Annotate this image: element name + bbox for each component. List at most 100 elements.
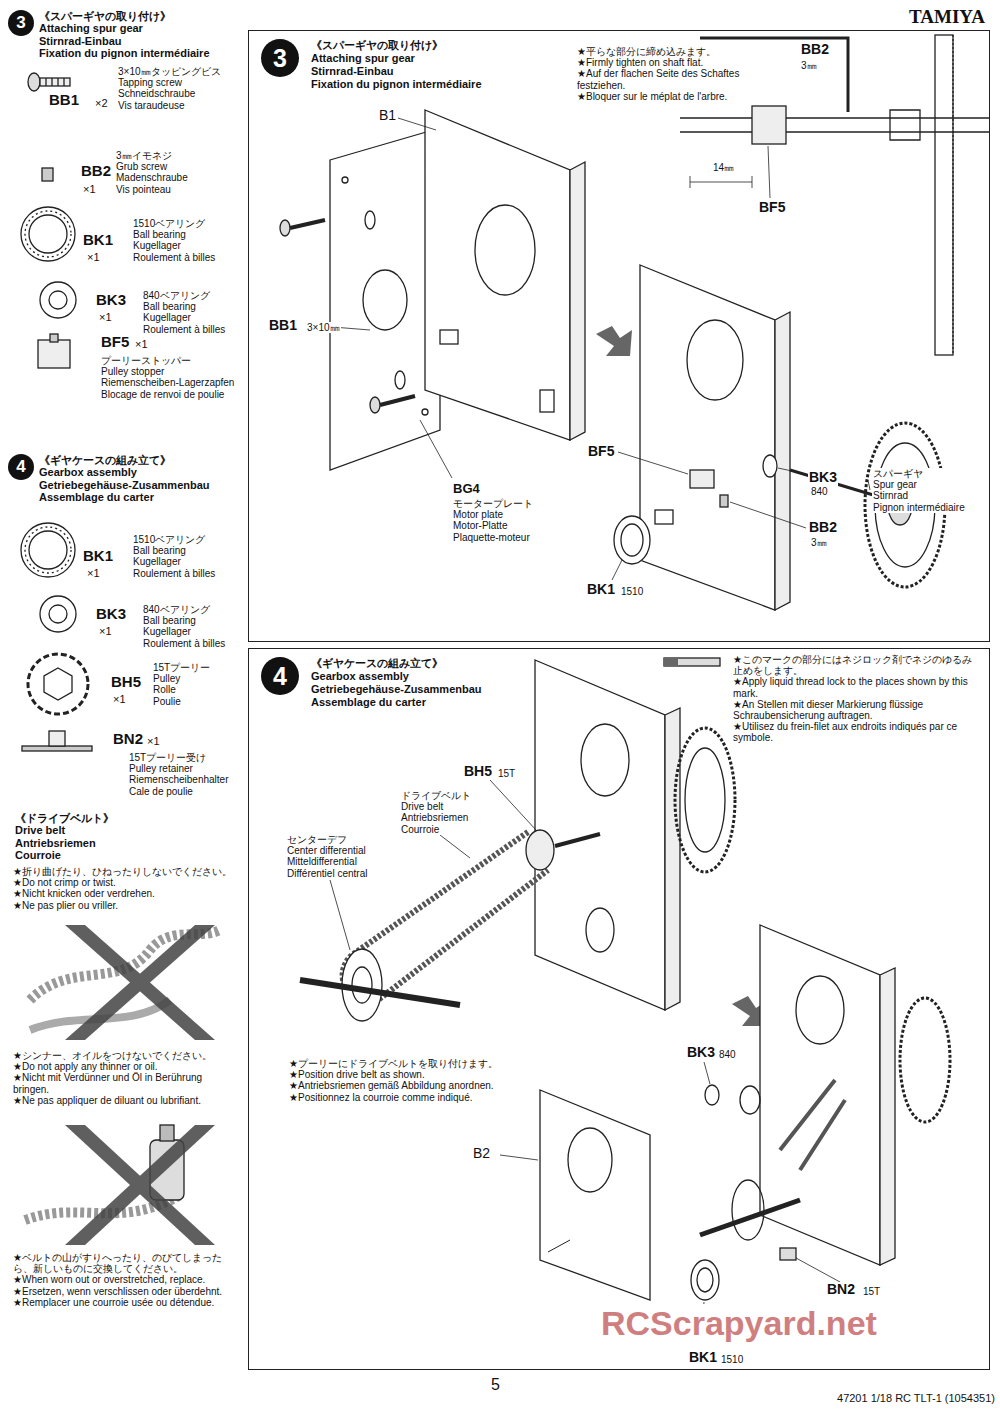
note-text: Kugellager xyxy=(142,312,226,323)
note-text: Plaquette-moteur xyxy=(452,532,534,543)
part-label: 《ギヤケースの組み立て》 xyxy=(38,454,211,466)
bearing-part xyxy=(763,455,777,477)
prohibit-cross xyxy=(65,1125,215,1245)
gearbox-plate xyxy=(570,162,585,440)
belt-sketch xyxy=(160,1125,174,1141)
text-group: 3×10㎜ xyxy=(306,322,341,333)
text-group: ×1 xyxy=(112,693,127,705)
part-label: BB1 xyxy=(48,92,80,109)
gearbox-plate xyxy=(475,205,535,295)
part-label: 《スパーギヤの取り付け》 xyxy=(38,10,211,22)
note-text: ★このマークの部分にはネジロック剤でネジのゆるみ止めをします。 xyxy=(732,654,980,676)
step-heading-line: Fixation du pignon intermédiaire xyxy=(311,78,482,91)
leader-line xyxy=(730,502,806,528)
step-heading: 《ギヤケースの組み立て》Gearbox assemblyGetriebegehä… xyxy=(311,657,482,709)
part-label: BH5 xyxy=(110,674,142,691)
spur-gear xyxy=(685,748,725,852)
text-group: ×1 xyxy=(98,625,113,637)
gearbox-plate xyxy=(581,724,629,796)
note-text: Blocage de renvoi de poulie xyxy=(100,389,235,400)
leader-line xyxy=(490,780,536,830)
step-heading-line: 《ギヤケースの組み立て》 xyxy=(311,657,482,670)
step-number-text: 4 xyxy=(273,662,287,691)
pulley xyxy=(44,668,72,700)
note-text: 3×10㎜タッピングビス xyxy=(117,66,222,77)
bearing-part xyxy=(697,1268,713,1292)
note-text: Ball bearing xyxy=(142,615,226,626)
leader-line xyxy=(330,880,350,950)
pulley xyxy=(28,654,88,714)
text-group: BK1 xyxy=(82,232,114,249)
ball-bearing xyxy=(25,527,71,573)
shaft-detail xyxy=(690,176,752,188)
note-text: Ball bearing xyxy=(142,301,226,312)
bearing-part xyxy=(690,470,714,488)
text-group: BK3 xyxy=(808,470,838,486)
part-label: Fixation du pignon intermédiaire xyxy=(38,47,211,59)
step-heading-line: Stirnrad-Einbau xyxy=(311,65,482,78)
text-group: 《ギヤケースの組み立て》Gearbox assemblyGetriebegehä… xyxy=(38,454,211,503)
part-label: Assemblage du carter xyxy=(38,491,211,503)
text-group: ×1 xyxy=(86,251,101,263)
text-group: ★プーリーにドライブベルトを取り付けます。★Position drive bel… xyxy=(288,1058,499,1103)
text-group: 840 xyxy=(810,486,829,497)
text-group: BF5 xyxy=(587,444,615,460)
text-group: スパーギヤSpur gearStirnradPignon intermédiai… xyxy=(872,468,966,513)
prohibit-cross xyxy=(65,925,215,1040)
note-text: ×1 xyxy=(112,693,127,705)
tapping-screw xyxy=(290,220,325,228)
grub-screw xyxy=(42,168,53,181)
text-group: 15TプーリーPulleyRollePoulie xyxy=(152,662,211,707)
text-group: ★平らな部分に締め込みます。★Firmly tighten on shaft f… xyxy=(576,46,751,102)
note-text: 15Tプーリー xyxy=(152,662,211,673)
part-label: BG4 xyxy=(452,482,481,497)
motor-plate xyxy=(395,371,405,389)
ball-bearing xyxy=(49,605,67,623)
text-group: BH5 xyxy=(110,674,142,691)
note-text: Riemenscheiben-Lagerzapfen xyxy=(100,377,235,388)
note-text: Ball bearing xyxy=(132,545,216,556)
part-label: 《ドライブベルト》 xyxy=(14,812,115,824)
note-text: モータープレート xyxy=(452,498,534,509)
note-text: Roulement à billes xyxy=(132,252,216,263)
gearbox-plate xyxy=(780,1080,845,1170)
text-group: ★このマークの部分にはネジロック剤でネジのゆるみ止めをします。★Apply li… xyxy=(732,654,980,744)
text-group: ×1 xyxy=(82,183,97,195)
ball-bearing xyxy=(49,291,67,309)
text-group: ×1 xyxy=(146,735,161,747)
thread-lock-mark xyxy=(664,658,678,666)
note-text: ★Firmly tighten on shaft flat. xyxy=(576,57,751,68)
gearbox-plate xyxy=(540,1090,650,1300)
gearbox-plate xyxy=(665,708,680,1010)
note-text: 3㎜ xyxy=(800,60,818,71)
gearbox-plate xyxy=(535,660,680,1010)
text-group: 15T xyxy=(497,768,516,779)
prohibit-cross xyxy=(65,925,215,1040)
bearing-part xyxy=(614,516,650,564)
ball-bearing xyxy=(21,523,75,577)
gearbox-plate xyxy=(687,320,743,400)
motor-plate xyxy=(330,128,440,470)
text-group: プーリーストッパーPulley stopperRiemenscheiben-La… xyxy=(100,355,235,400)
note-text: Pignon intermédiaire xyxy=(872,502,966,513)
gearbox-plate xyxy=(640,265,790,610)
prohibit-cross xyxy=(65,925,215,1040)
tapping-screw xyxy=(280,220,290,236)
gearbox-plate xyxy=(540,1090,650,1300)
text-group: BK3 xyxy=(95,606,127,623)
note-text: 840 xyxy=(718,1049,737,1060)
spur-gear xyxy=(675,728,735,872)
part-label: BB2 xyxy=(800,42,830,58)
step-panel: 《ギヤケースの組み立て》Gearbox assemblyGetriebegehä… xyxy=(248,648,990,1370)
text-group: 15T xyxy=(862,1286,881,1297)
part-label: BB2 xyxy=(80,163,112,180)
note-text: ★Nicht knicken oder verdrehen. xyxy=(12,888,240,899)
step-heading-line: Getriebegehäuse-Zusammenbau xyxy=(311,683,482,696)
text-group: BF5 xyxy=(758,200,786,216)
bearing-part xyxy=(732,1180,764,1240)
note-text: Cale de poulie xyxy=(128,786,230,797)
text-group: BH5 xyxy=(463,764,493,780)
note-text: Rolle xyxy=(152,684,211,695)
text-group: 840ベアリングBall bearingKugellagerRoulement … xyxy=(142,290,226,335)
